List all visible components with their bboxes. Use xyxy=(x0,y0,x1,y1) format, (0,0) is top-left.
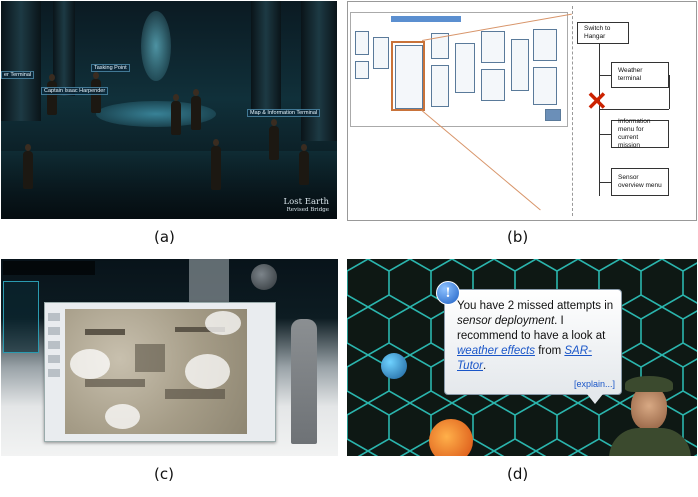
message-text: . I recommend to have a look at xyxy=(457,315,606,342)
caption-c: (c) xyxy=(154,465,174,483)
diagram-node xyxy=(373,37,389,69)
diagram-node xyxy=(533,67,557,105)
map-tool-button[interactable] xyxy=(48,369,60,377)
character-figure[interactable] xyxy=(269,119,279,160)
diagram-node xyxy=(355,31,369,55)
building-block xyxy=(85,379,145,387)
bubble-tail xyxy=(587,394,603,404)
flow-connector xyxy=(599,182,611,183)
character-figure[interactable] xyxy=(171,94,181,135)
map-toolbar[interactable] xyxy=(48,313,60,423)
satellite-map-window[interactable] xyxy=(44,302,276,442)
character-figure[interactable] xyxy=(211,139,221,190)
scene-title-main: Lost Earth xyxy=(283,197,329,207)
building-block xyxy=(85,329,125,335)
diagram-node xyxy=(431,33,449,59)
flow-weather-terminal: Weather terminal xyxy=(611,62,669,88)
caption-a: (a) xyxy=(154,228,175,246)
sar-tutor-link[interactable]: SAR-Tutor xyxy=(457,345,592,372)
zoomed-flow: Switch to Hangar Weather terminal ✕ Info… xyxy=(572,6,695,216)
floor xyxy=(1,151,337,219)
message-text: You have 2 missed attempts in xyxy=(457,300,614,312)
avatar-shadow xyxy=(291,319,317,444)
tutor-message: You have 2 missed attempts in sensor dep… xyxy=(457,299,617,374)
flow-connector xyxy=(669,75,670,109)
pillar xyxy=(53,1,75,96)
diagram-node xyxy=(431,65,449,107)
message-text: . xyxy=(483,360,487,372)
side-panel[interactable] xyxy=(3,281,39,353)
moon xyxy=(251,264,277,290)
diagram-node xyxy=(545,109,561,121)
character-figure[interactable] xyxy=(23,144,33,189)
overview-header-bar xyxy=(391,16,461,22)
flow-connector xyxy=(599,75,611,76)
character-figure[interactable] xyxy=(91,72,101,113)
caption-b: (b) xyxy=(507,228,529,246)
hud-toolbar[interactable] xyxy=(3,261,95,275)
cloud xyxy=(205,311,241,335)
pillar xyxy=(251,1,281,111)
caption-d: (d) xyxy=(507,465,529,483)
weather-effects-link[interactable]: weather effects xyxy=(457,345,535,357)
diagram-node xyxy=(481,31,505,63)
explain-link[interactable]: [explain...] xyxy=(573,379,615,389)
map-tool-button[interactable] xyxy=(48,327,60,335)
holo-light xyxy=(141,11,171,81)
tutor-avatar xyxy=(609,372,691,456)
pillar xyxy=(1,1,41,121)
map-tool-button[interactable] xyxy=(48,341,60,349)
avatar-face xyxy=(631,386,667,430)
diagram-node xyxy=(455,43,475,93)
panel-c-map-tool xyxy=(1,259,338,456)
character-figure[interactable] xyxy=(47,74,57,115)
cross-icon: ✕ xyxy=(586,86,608,116)
tag-map-terminal[interactable]: Map & Information Terminal xyxy=(247,109,321,117)
scene-title: Lost Earth Revised Bridge xyxy=(284,197,329,213)
cloud xyxy=(185,354,230,389)
building-block xyxy=(165,389,225,399)
flow-information-menu: Information menu for current mission xyxy=(611,118,669,149)
diagram-node xyxy=(511,39,529,91)
panel-b-flowchart: Switch to Hangar Weather terminal ✕ Info… xyxy=(347,1,697,221)
planet-orange[interactable] xyxy=(429,419,473,456)
panel-a-game-scene: er Terminal Tasking Point Captain Isaac … xyxy=(1,1,337,219)
flow-sensor-overview: Sensor overview menu xyxy=(611,168,669,196)
building-block xyxy=(135,344,165,372)
scene-title-sub: Revised Bridge xyxy=(286,207,329,213)
flow-connector xyxy=(599,134,611,135)
pillar xyxy=(301,1,337,141)
cloud xyxy=(105,404,140,429)
tag-tasking-point[interactable]: Tasking Point xyxy=(91,64,130,72)
building-block xyxy=(175,327,225,332)
overview-diagram xyxy=(350,12,568,127)
highlight-frame xyxy=(391,41,425,111)
character-figure[interactable] xyxy=(191,89,201,130)
panel-d-tutor: ! You have 2 missed attempts in sensor d… xyxy=(347,259,697,456)
message-text: from xyxy=(538,345,562,357)
tag-terminal[interactable]: er Terminal xyxy=(1,71,35,79)
map-tool-button[interactable] xyxy=(48,313,60,321)
diagram-node xyxy=(395,45,423,109)
message-emphasis: sensor deployment xyxy=(457,315,555,327)
avatar-cap xyxy=(625,376,673,392)
diagram-node xyxy=(481,69,505,101)
flow-connector xyxy=(599,44,600,196)
planet-blue[interactable] xyxy=(381,353,407,379)
flow-switch-hangar: Switch to Hangar xyxy=(577,22,629,44)
map-tool-button[interactable] xyxy=(48,355,60,363)
tag-captain[interactable]: Captain Isaac Harpender xyxy=(41,87,109,95)
avatar-uniform xyxy=(609,428,691,456)
satellite-image[interactable] xyxy=(65,309,247,434)
diagram-node xyxy=(533,29,557,61)
cloud xyxy=(70,349,110,379)
character-figure[interactable] xyxy=(299,144,309,185)
tutor-speech-bubble: ! You have 2 missed attempts in sensor d… xyxy=(436,281,622,404)
info-icon: ! xyxy=(436,281,460,305)
flow-connector xyxy=(599,109,669,110)
diagram-node xyxy=(355,61,369,79)
